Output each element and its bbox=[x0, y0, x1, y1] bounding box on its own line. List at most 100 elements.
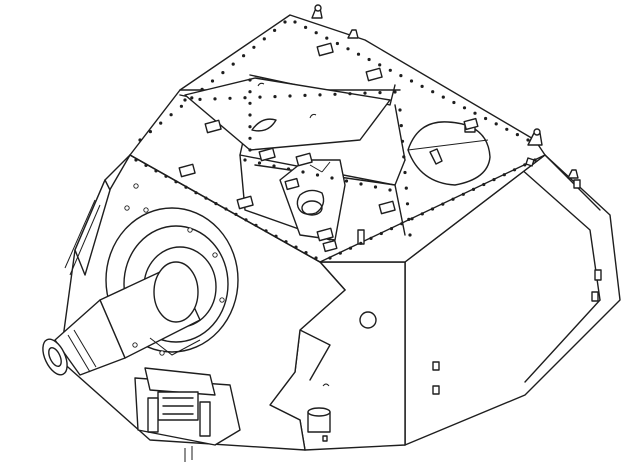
rivet bbox=[502, 173, 506, 177]
rivet bbox=[288, 94, 292, 98]
rivet bbox=[473, 111, 477, 115]
rivet bbox=[315, 173, 320, 177]
rivet bbox=[200, 87, 204, 91]
rivet bbox=[328, 256, 332, 260]
side-bracket bbox=[594, 269, 602, 281]
side-bracket bbox=[432, 361, 440, 371]
rivet bbox=[441, 95, 445, 99]
rivet bbox=[330, 176, 334, 180]
rivet bbox=[405, 202, 410, 206]
rivet bbox=[512, 168, 517, 172]
rivet bbox=[378, 63, 382, 67]
rivet bbox=[373, 185, 378, 189]
rivet bbox=[505, 127, 509, 131]
rivet bbox=[335, 41, 339, 46]
lifting-brackets bbox=[311, 4, 579, 179]
rivet bbox=[452, 100, 456, 105]
rivet bbox=[257, 161, 262, 165]
rivet bbox=[273, 95, 277, 99]
rivet bbox=[379, 231, 383, 236]
rivet bbox=[348, 246, 353, 250]
rivet-rows bbox=[134, 20, 537, 260]
rivet bbox=[274, 234, 278, 238]
rivet bbox=[369, 236, 373, 240]
rivet bbox=[148, 130, 152, 134]
rivet bbox=[179, 104, 183, 108]
rivet bbox=[403, 170, 407, 175]
rivet bbox=[248, 78, 252, 82]
rivet bbox=[303, 93, 307, 97]
rivet bbox=[144, 163, 148, 167]
rivet bbox=[359, 182, 363, 186]
rivet bbox=[346, 47, 350, 51]
rivet bbox=[388, 188, 392, 192]
rivet bbox=[408, 233, 412, 237]
rivet bbox=[420, 212, 424, 216]
rivet bbox=[363, 91, 367, 95]
rivet bbox=[338, 251, 342, 255]
rivet bbox=[301, 170, 305, 174]
rivet bbox=[184, 185, 188, 189]
rivet bbox=[262, 37, 266, 41]
rivet bbox=[248, 125, 252, 129]
rivet bbox=[409, 79, 414, 83]
rivet bbox=[420, 84, 424, 88]
rivet bbox=[159, 121, 163, 125]
rivet bbox=[243, 158, 247, 162]
rivet bbox=[258, 95, 262, 99]
rivet bbox=[294, 245, 298, 249]
side-bracket bbox=[591, 291, 599, 302]
rivet bbox=[393, 90, 397, 94]
rivet bbox=[194, 191, 198, 195]
rivet bbox=[228, 96, 232, 100]
rivet bbox=[430, 207, 435, 211]
rivet bbox=[461, 192, 465, 196]
side-bracket bbox=[432, 385, 440, 395]
rivet bbox=[234, 212, 238, 216]
rivet bbox=[533, 158, 537, 162]
rivet bbox=[243, 96, 247, 100]
rivet bbox=[248, 148, 252, 152]
rivet bbox=[210, 79, 215, 83]
rivet bbox=[389, 227, 394, 231]
side-bracket bbox=[573, 179, 581, 189]
rivet bbox=[348, 92, 352, 96]
rivet bbox=[283, 20, 287, 24]
rivet bbox=[164, 174, 168, 178]
rivet bbox=[523, 163, 527, 167]
rivet bbox=[410, 217, 414, 221]
rivet bbox=[314, 31, 318, 35]
rivet bbox=[154, 169, 158, 173]
rivet bbox=[526, 138, 530, 142]
sight-mount bbox=[134, 367, 241, 462]
rivet bbox=[398, 108, 402, 112]
rivet bbox=[248, 136, 252, 140]
rivet bbox=[221, 71, 225, 75]
rivet bbox=[242, 54, 246, 58]
rivet bbox=[214, 202, 218, 206]
rivet bbox=[344, 179, 349, 183]
rivet bbox=[248, 101, 252, 105]
rivet bbox=[204, 196, 208, 200]
rivet bbox=[138, 138, 142, 142]
rivet bbox=[190, 96, 194, 100]
rivet bbox=[318, 93, 322, 97]
rivet bbox=[231, 62, 235, 66]
rivet bbox=[515, 133, 520, 137]
rivet bbox=[174, 180, 178, 184]
rivet bbox=[304, 25, 308, 29]
rivet bbox=[213, 97, 217, 101]
rivet bbox=[359, 241, 363, 245]
rivet bbox=[482, 182, 486, 187]
rivet bbox=[400, 222, 404, 226]
rivet bbox=[248, 90, 252, 94]
rivet bbox=[273, 28, 277, 32]
rivet bbox=[402, 155, 406, 159]
rivet bbox=[400, 139, 405, 143]
rivet bbox=[367, 57, 371, 62]
rivet bbox=[254, 223, 258, 227]
rivet bbox=[399, 124, 403, 128]
rivet bbox=[304, 251, 308, 255]
rivet bbox=[183, 98, 187, 102]
